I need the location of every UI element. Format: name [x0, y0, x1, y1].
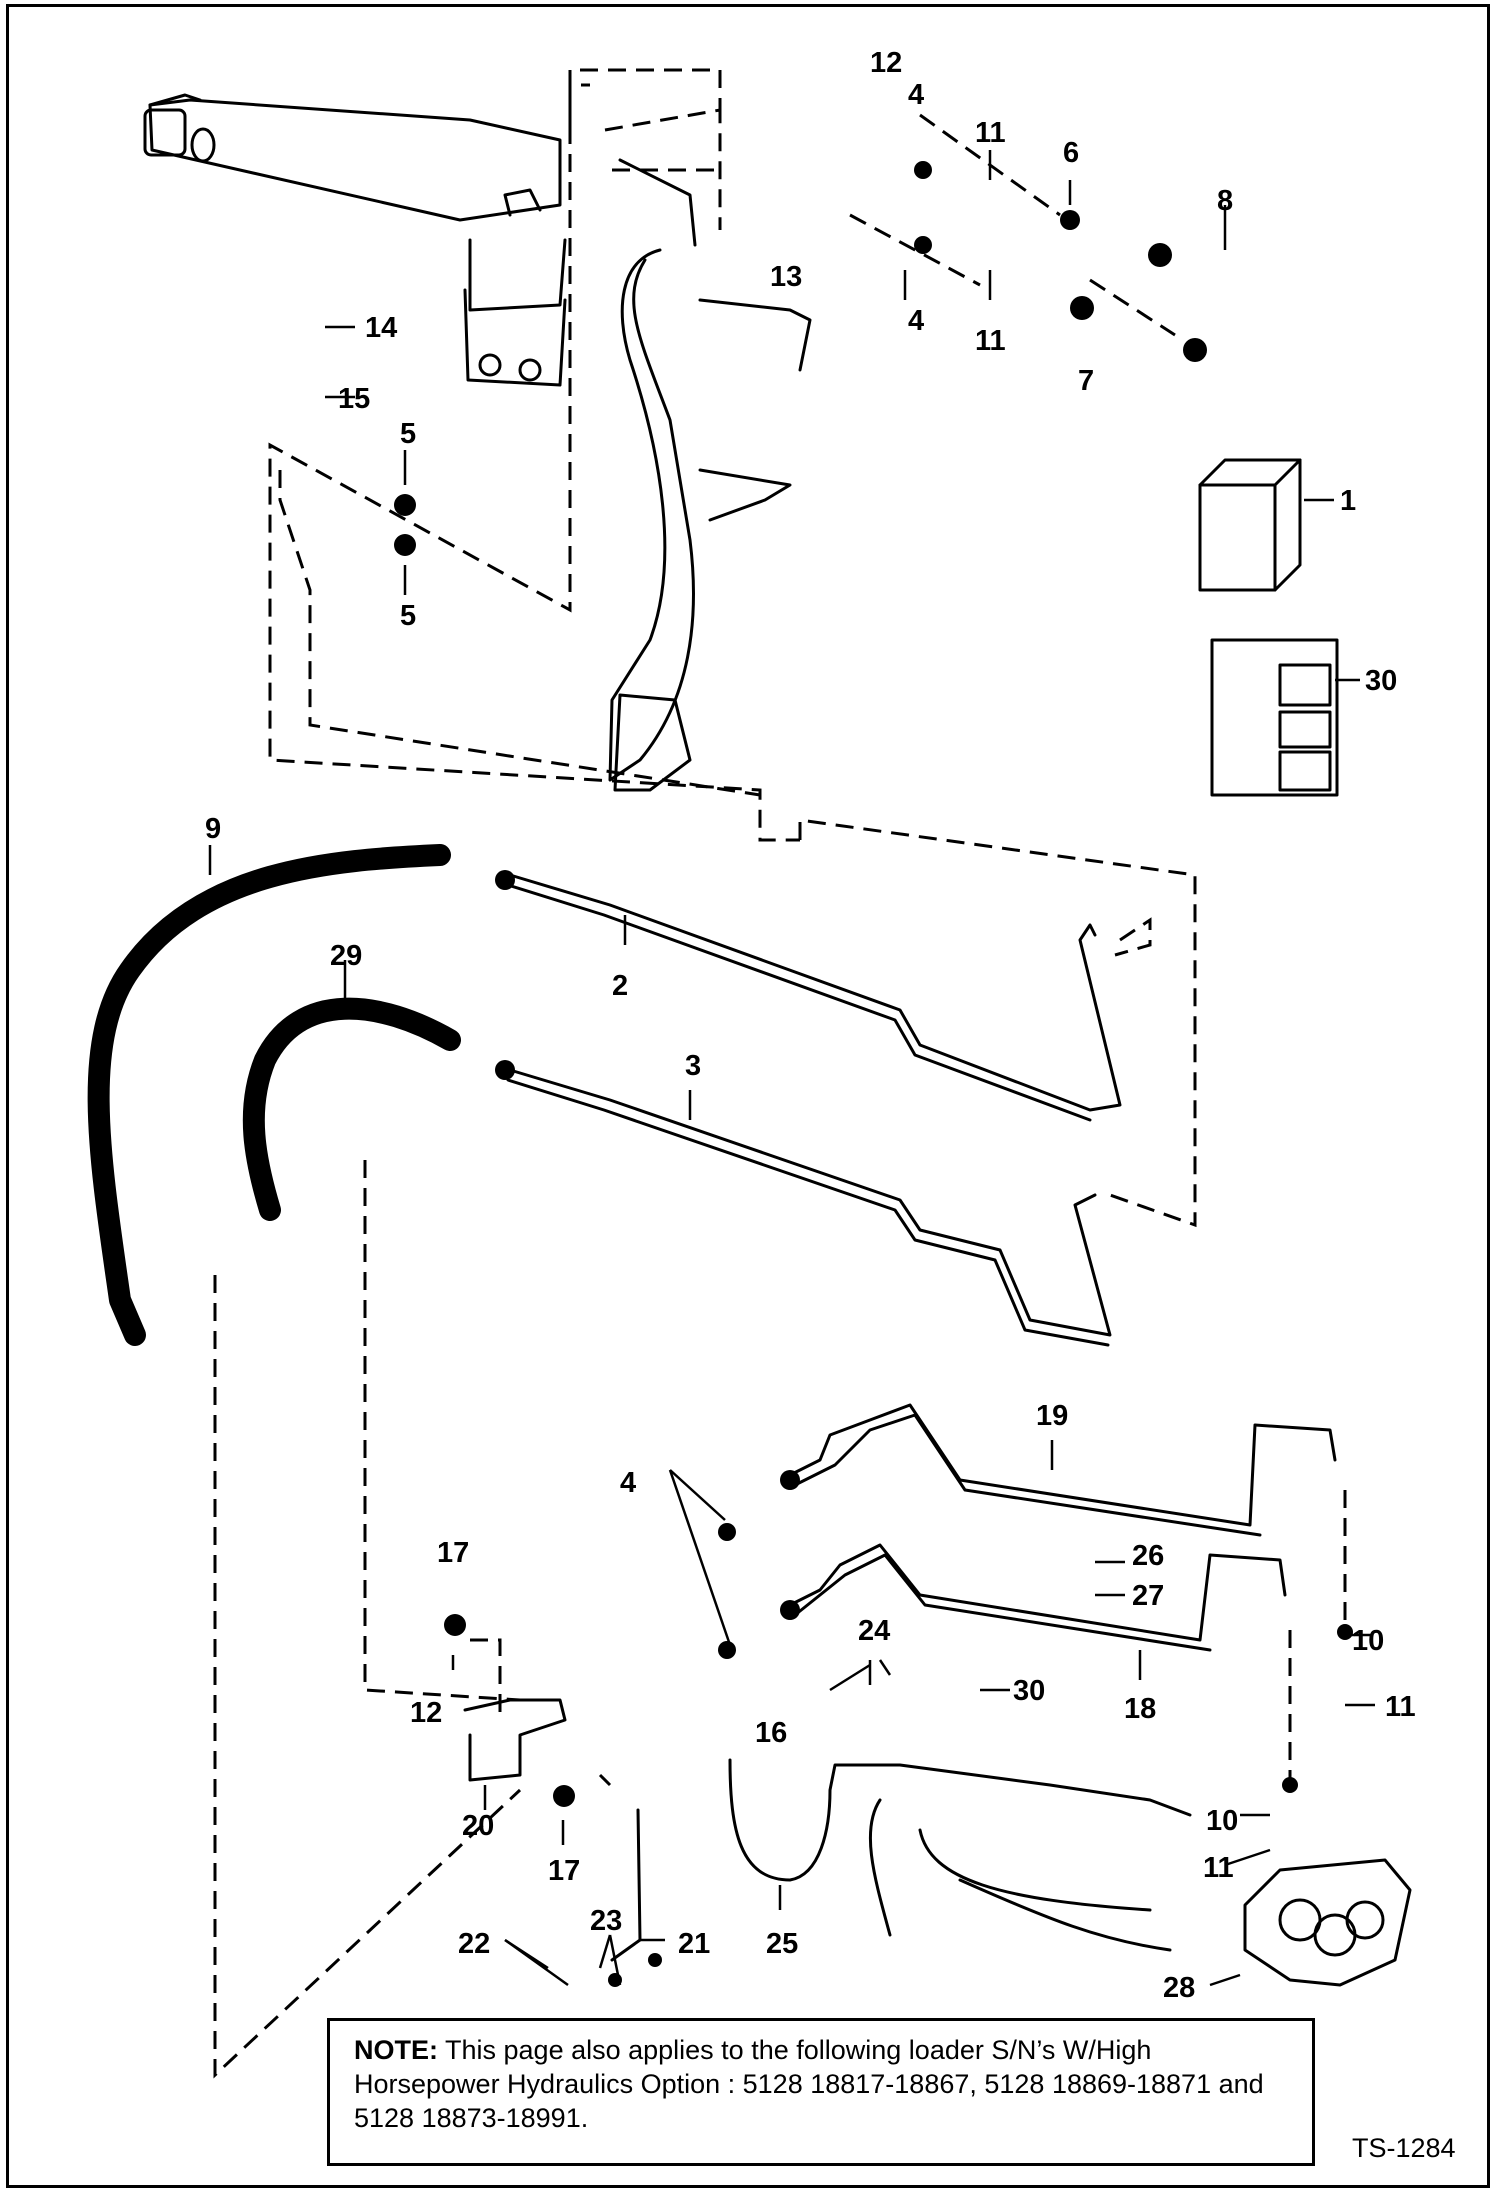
decal-package: [1198, 458, 1302, 592]
callout-label: 1: [1340, 485, 1356, 517]
callout-label: 5: [400, 600, 416, 632]
callout-label: 25: [766, 1928, 798, 1960]
control-valve: [1243, 1858, 1412, 1987]
callout-label: 11: [1203, 1852, 1234, 1884]
callout-label: 15: [338, 383, 370, 415]
callout-label: 17: [548, 1855, 580, 1887]
callout-label: 27: [1132, 1580, 1164, 1612]
diagram-frame: [6, 4, 1490, 2188]
loader-arm: [143, 93, 812, 792]
callout-label: 29: [330, 940, 362, 972]
callout-label: 11: [1385, 1691, 1416, 1723]
callout-label: 9: [205, 813, 221, 845]
callout-label: 10: [1352, 1625, 1384, 1657]
callout-label: 19: [1036, 1400, 1068, 1432]
bracket-20: [463, 1698, 567, 1782]
callout-label: 14: [365, 312, 397, 344]
callout-label: 21: [678, 1928, 710, 1960]
hose-9: [87, 844, 451, 1346]
note-label: NOTE:: [354, 2035, 438, 2065]
callout-label: 12: [870, 47, 902, 79]
callout-label: 5: [400, 418, 416, 450]
callout-label: 23: [590, 1905, 622, 1937]
tube-18: [788, 1543, 1287, 1642]
callout-label: 13: [770, 261, 802, 293]
callout-label: 18: [1124, 1693, 1156, 1725]
reference-code: TS-1284: [1352, 2133, 1456, 2163]
callout-label: 4: [908, 305, 924, 337]
callout-label: 20: [462, 1810, 494, 1842]
callout-label: 26: [1132, 1540, 1164, 1572]
callout-label: 8: [1217, 185, 1233, 217]
callout-label: 10: [1206, 1805, 1238, 1837]
note-text: This page also applies to the following …: [354, 2035, 1264, 2133]
callout-label: 4: [908, 79, 924, 111]
callout-label: 22: [458, 1928, 490, 1960]
callout-label: 30: [1365, 665, 1397, 697]
wiring-harness-25: [728, 1758, 1192, 1882]
callout-label: 24: [858, 1615, 890, 1647]
callout-label: 6: [1063, 137, 1079, 169]
callout-label: 17: [437, 1537, 469, 1569]
callout-label: 30: [1013, 1675, 1045, 1707]
callout-label: 11: [975, 325, 1006, 357]
callout-label: 2: [612, 970, 628, 1002]
note-box: NOTE: This page also applies to the foll…: [327, 2018, 1315, 2166]
tube-2: [508, 873, 1122, 1112]
operation-manual: [1210, 638, 1339, 797]
callout-label: 16: [755, 1717, 787, 1749]
tube-3: [508, 1068, 1112, 1337]
callout-label: 11: [975, 117, 1006, 149]
switch-21: [610, 1808, 642, 1962]
callout-label: 28: [1163, 1972, 1195, 2004]
callout-label: 7: [1078, 365, 1094, 397]
callout-label: 4: [620, 1467, 636, 1499]
hose-29: [242, 997, 461, 1221]
callout-label: 3: [685, 1050, 701, 1082]
callout-label: 12: [410, 1697, 442, 1729]
